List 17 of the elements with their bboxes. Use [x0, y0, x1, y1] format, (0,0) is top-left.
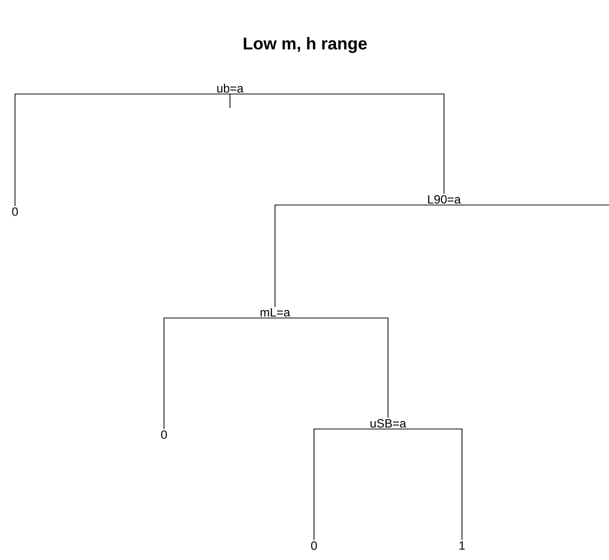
split-label: mL=a	[260, 308, 290, 317]
tree-branch	[274, 204, 444, 308]
tree-branch	[164, 318, 276, 430]
tree-branch	[314, 428, 388, 540]
tree-branch	[274, 318, 388, 418]
split-label: ub=a	[217, 84, 244, 93]
tree-branch	[388, 428, 462, 540]
tree-branch	[14, 94, 230, 206]
split-label: L90=a	[428, 195, 461, 204]
tree-branch	[444, 204, 609, 206]
leaf-label: 0	[12, 207, 18, 216]
split-label: uSB=a	[370, 419, 406, 428]
leaf-label: 0	[161, 430, 167, 439]
tree-branch	[230, 94, 444, 194]
leaf-label: 0	[311, 541, 317, 550]
title: Low m, h range	[244, 37, 367, 53]
leaf-label: 1	[460, 541, 465, 550]
